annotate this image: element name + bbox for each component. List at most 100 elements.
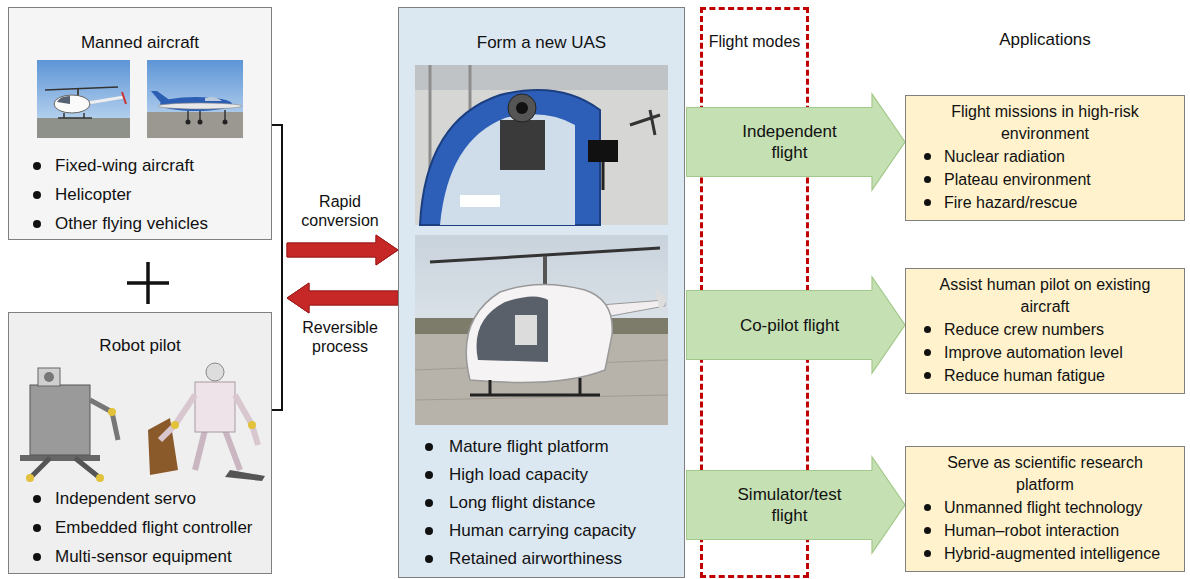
airplane-photo-part xyxy=(151,91,171,104)
bullet-row: Multi-sensor equipment xyxy=(9,542,271,571)
bullet-text: Independent servo xyxy=(55,489,196,509)
panel-fill-part xyxy=(8,7,272,240)
bullet-row: High load capacity xyxy=(399,461,684,489)
conversion-arrow xyxy=(272,125,398,265)
bullet-dot xyxy=(33,220,41,228)
bullet-row: Human carrying capacity xyxy=(399,517,684,545)
robot-pilot-model-part xyxy=(195,430,240,470)
box-heading: Flight missions in high-risk environment xyxy=(914,101,1176,145)
bullet-text: High load capacity xyxy=(449,465,588,485)
helicopter-photo-part xyxy=(88,97,124,103)
picture-gap xyxy=(9,356,271,484)
cockpit-photo-part xyxy=(415,65,668,90)
bullet-text: Long flight distance xyxy=(449,493,596,513)
bullet-dot xyxy=(924,372,931,379)
bullet-dot xyxy=(425,499,433,507)
picture-gap xyxy=(9,53,271,151)
robot-pilot-drawing-part xyxy=(38,368,60,386)
panel-fill xyxy=(8,7,685,578)
bullet-text: Fixed-wing aircraft xyxy=(55,156,194,176)
bullet-dot xyxy=(33,495,41,503)
bracket-line xyxy=(272,298,282,410)
edge-label: Reversible process xyxy=(290,318,390,356)
cockpit-photo-part xyxy=(420,90,600,225)
mode-arrow-head xyxy=(872,457,905,553)
bullet-dot xyxy=(425,555,433,563)
bullet-text: Plateau environment xyxy=(944,170,1091,189)
robot-pilot-drawing xyxy=(20,368,118,482)
helicopter-photo-part xyxy=(45,87,118,90)
mode-text: Simulator/test flight xyxy=(727,484,852,526)
box-heading: Form a new UAS xyxy=(399,33,684,53)
helicopter-ground-photo-part xyxy=(515,315,537,345)
bullet-row: Hybrid-augmented intelligence xyxy=(914,542,1176,565)
robot-pilot-model-part xyxy=(160,395,258,445)
bullet-dot xyxy=(924,153,931,160)
box-heading: Manned aircraft xyxy=(9,33,271,53)
bullet-row: Improve automation level xyxy=(914,341,1176,364)
panel-box: Manned aircraftFixed-wing aircraftHelico… xyxy=(8,7,272,240)
panel-box: Form a new UASMature flight platformHigh… xyxy=(398,7,685,578)
bullet-text: Fire hazard/rescue xyxy=(944,193,1077,212)
conversion-arrow xyxy=(272,235,398,410)
bullet-dot xyxy=(924,176,931,183)
airplane-photo-part xyxy=(186,120,191,125)
robot-pilot-model-part xyxy=(148,418,178,475)
bullet-row: Human–robot interaction xyxy=(914,519,1176,542)
airplane-photo-part xyxy=(198,120,203,125)
robot-pilot-model-part xyxy=(206,363,224,381)
panel-fill-part xyxy=(8,312,272,574)
mode-group-box: Flight modesIndependent flightCo-pilot f… xyxy=(700,7,809,578)
bullet-row: Reduce human fatigue xyxy=(914,364,1176,387)
panel-box: Robot pilotIndependent servoEmbedded fli… xyxy=(8,312,272,574)
bullet-row: Other flying vehicles xyxy=(9,209,271,238)
mode-arrow-box: Independent flight xyxy=(686,107,872,177)
helicopter-ground-photo-part xyxy=(543,256,547,285)
box-heading: Robot pilot xyxy=(9,336,271,356)
helicopter-ground-photo-part xyxy=(477,296,548,362)
bullet-row: Retained airworthiness xyxy=(399,545,684,573)
bullet-row: Unmanned flight technology xyxy=(914,496,1176,519)
cockpit-photo-part xyxy=(508,94,536,122)
cockpit-photo-part xyxy=(602,162,605,190)
helicopter-ground-photo xyxy=(415,235,668,425)
airplane-photo xyxy=(147,60,243,138)
bullet-text: Human–robot interaction xyxy=(944,521,1119,540)
cockpit-photo-part xyxy=(415,65,668,225)
bullet-text: Nuclear radiation xyxy=(944,147,1065,166)
robot-pilot-drawing-part xyxy=(90,400,118,440)
cockpit-photo xyxy=(415,65,668,225)
bullet-text: Multi-sensor equipment xyxy=(55,547,232,567)
mode-text: Independent flight xyxy=(727,121,852,163)
airplane-photo-part xyxy=(147,60,243,138)
bracket-line xyxy=(272,125,282,298)
bullet-dot xyxy=(33,191,41,199)
robot-pilot-model-part xyxy=(248,421,256,429)
conversion-arrow xyxy=(272,125,398,313)
robot-pilot-model-part xyxy=(171,421,179,429)
helicopter-photo-part xyxy=(37,60,130,138)
bullet-row: Independent servo xyxy=(9,484,271,513)
bullet-dot xyxy=(924,326,931,333)
bullet-text: Reduce crew numbers xyxy=(944,320,1104,339)
bullet-row: Reduce crew numbers xyxy=(914,318,1176,341)
robot-pilot-drawing-part xyxy=(30,385,90,455)
cockpit-photo-part xyxy=(440,114,575,225)
airplane-photo-part xyxy=(158,103,242,109)
mode-text: Co-pilot flight xyxy=(740,315,839,336)
application-box: Serve as scientific research platformUnm… xyxy=(905,446,1185,572)
bullet-text: Retained airworthiness xyxy=(449,549,622,569)
edge-label: Rapid conversion xyxy=(290,192,390,230)
cockpit-photo-part xyxy=(460,195,500,207)
bullet-dot xyxy=(924,527,931,534)
robot-pilot-model-part xyxy=(225,470,265,481)
picture-gap xyxy=(399,53,684,433)
bullet-dot xyxy=(425,471,433,479)
cockpit-photo-part xyxy=(516,102,528,114)
bullet-row: Helicopter xyxy=(9,180,271,209)
group-heading: Flight modes xyxy=(703,10,806,52)
conversion-arrow xyxy=(272,283,398,410)
helicopter-ground-photo-part xyxy=(466,284,612,382)
bullet-text: Helicopter xyxy=(55,185,132,205)
bullet-row: Fire hazard/rescue xyxy=(914,191,1176,214)
